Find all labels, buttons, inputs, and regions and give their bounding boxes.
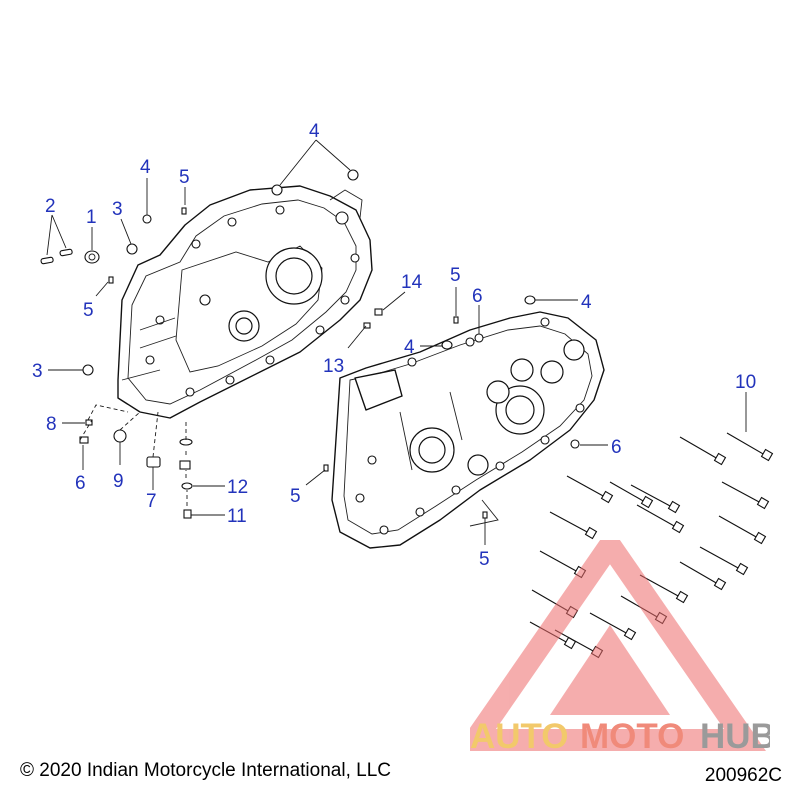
- callout-4: 4: [581, 292, 592, 313]
- callout-6: 6: [611, 437, 622, 458]
- watermark-hub: HUB: [700, 717, 770, 756]
- callout-4: 4: [404, 337, 415, 358]
- automotohub-watermark: AUTO MOTO HUB: [470, 540, 770, 756]
- small-parts: [40, 169, 580, 519]
- bolt: [589, 612, 637, 641]
- bolt: [679, 561, 727, 591]
- callout-12: 12: [227, 477, 248, 498]
- bolt: [636, 504, 685, 534]
- leader-lines: [46, 139, 747, 545]
- callout-5: 5: [83, 300, 94, 321]
- left-crankcase: [117, 185, 373, 419]
- bolt: [566, 475, 614, 504]
- copyright-text: © 2020 Indian Motorcycle International, …: [20, 760, 391, 781]
- watermark-auto: AUTO: [470, 717, 569, 756]
- callout-7: 7: [146, 491, 157, 512]
- seal: [84, 250, 100, 264]
- bolt: [699, 546, 749, 576]
- bolt: [718, 515, 767, 545]
- callout-4: 4: [309, 121, 320, 142]
- callout-6: 6: [75, 473, 86, 494]
- callout-4: 4: [140, 157, 151, 178]
- bolt: [726, 432, 774, 462]
- callout-5: 5: [290, 486, 301, 507]
- callout-8: 8: [46, 414, 57, 435]
- callout-13: 13: [323, 356, 344, 377]
- callout-5: 5: [479, 549, 490, 570]
- callout-5: 5: [450, 265, 461, 286]
- bolt: [679, 436, 727, 466]
- callout-10: 10: [735, 372, 756, 393]
- callout-6: 6: [472, 286, 483, 307]
- bolt: [721, 481, 770, 510]
- dowel-pins: [40, 248, 73, 265]
- callout-2: 2: [45, 196, 56, 217]
- callout-14: 14: [401, 272, 423, 293]
- callout-11: 11: [227, 506, 247, 527]
- bolt: [549, 511, 598, 540]
- callouts: 2 1 3 4 5 4 5 3 8 6 9 7 12 11 14 13 5 6 …: [32, 121, 756, 570]
- callout-5: 5: [179, 167, 190, 188]
- callout-9: 9: [113, 471, 124, 492]
- bolt: [630, 484, 681, 514]
- right-crankcase: [331, 311, 605, 549]
- watermark-moto: MOTO: [580, 717, 684, 756]
- bolt: [609, 481, 654, 509]
- callout-3: 3: [32, 361, 43, 382]
- callout-1: 1: [86, 207, 97, 228]
- callout-3: 3: [112, 199, 123, 220]
- watermark-triangle-icon: [470, 540, 766, 751]
- diagram-number: 200962C: [704, 765, 782, 786]
